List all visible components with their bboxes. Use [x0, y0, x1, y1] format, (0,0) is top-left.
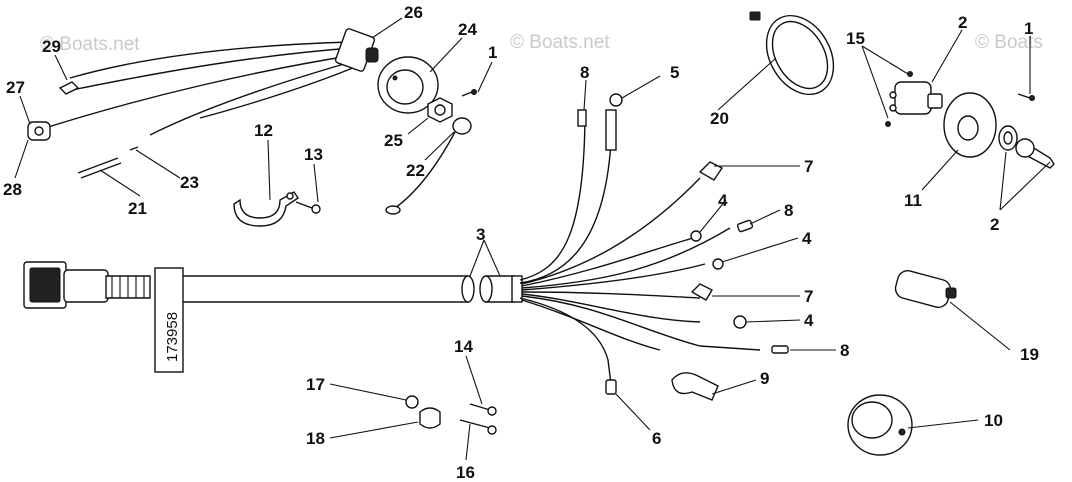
callout-4: 4	[718, 191, 728, 210]
ignition-key	[1015, 138, 1055, 169]
mounting-plate	[377, 56, 439, 114]
callout-8: 8	[840, 341, 849, 360]
callout-1: 1	[488, 43, 497, 62]
sleeve	[77, 146, 139, 179]
switch-housing	[847, 394, 913, 456]
screw	[1017, 93, 1035, 101]
callout-27: 27	[6, 78, 25, 97]
callout-21: 21	[128, 199, 147, 218]
callout-1: 1	[1024, 19, 1033, 38]
tie-strap	[749, 11, 835, 96]
clamp-screw	[295, 201, 321, 214]
callout-19: 19	[1020, 345, 1039, 364]
nut	[427, 97, 453, 123]
callout-11: 11	[904, 191, 922, 210]
callout-8: 8	[784, 201, 793, 220]
callout-22: 22	[406, 161, 425, 180]
callout-29: 29	[42, 37, 61, 56]
callout-2: 2	[958, 13, 967, 32]
small-hardware	[405, 395, 497, 435]
callout-4: 4	[804, 311, 814, 330]
callout-28: 28	[3, 180, 22, 199]
callout-8: 8	[580, 63, 589, 82]
callout-18: 18	[306, 429, 325, 448]
callout-15: 15	[846, 29, 865, 48]
callout-25: 25	[384, 131, 403, 150]
callout-16: 16	[456, 463, 475, 482]
callout-20: 20	[710, 109, 729, 128]
callout-5: 5	[670, 63, 679, 82]
callout-14: 14	[454, 337, 473, 356]
callout-26: 26	[404, 3, 423, 22]
callout-7: 7	[804, 287, 813, 306]
ignition-switch	[889, 81, 943, 115]
screw	[461, 89, 477, 97]
switch-screws	[885, 71, 913, 127]
switch-nut	[998, 125, 1018, 151]
callout-3: 3	[476, 225, 485, 244]
cable-clamp	[233, 191, 299, 227]
leader-lines	[14, 17, 1051, 461]
watermark: © Boats.net	[40, 34, 140, 55]
connector-plug	[894, 270, 957, 308]
main-harness	[23, 93, 789, 395]
switch-bezel	[943, 92, 997, 158]
callout-labels: 26 24 29 27 28 1 25 22 12 13 23 21 8 5 2…	[3, 3, 1039, 482]
callout-10: 10	[984, 411, 1003, 430]
callout-23: 23	[180, 173, 199, 192]
callout-12: 12	[254, 121, 273, 140]
callout-2: 2	[990, 215, 999, 234]
watermark: © Boats	[975, 32, 1043, 53]
callout-7: 7	[804, 157, 813, 176]
callout-17: 17	[306, 375, 325, 394]
callout-13: 13	[304, 145, 323, 164]
watermark: © Boats.net	[510, 32, 610, 53]
part-number-label: 173958	[164, 312, 181, 362]
plug-cap	[385, 117, 472, 215]
callout-24: 24	[458, 20, 477, 39]
battery-cable-harness	[27, 28, 379, 141]
callout-9: 9	[760, 369, 769, 388]
callout-6: 6	[652, 429, 661, 448]
callout-4: 4	[802, 229, 812, 248]
connector-boot	[671, 372, 719, 401]
